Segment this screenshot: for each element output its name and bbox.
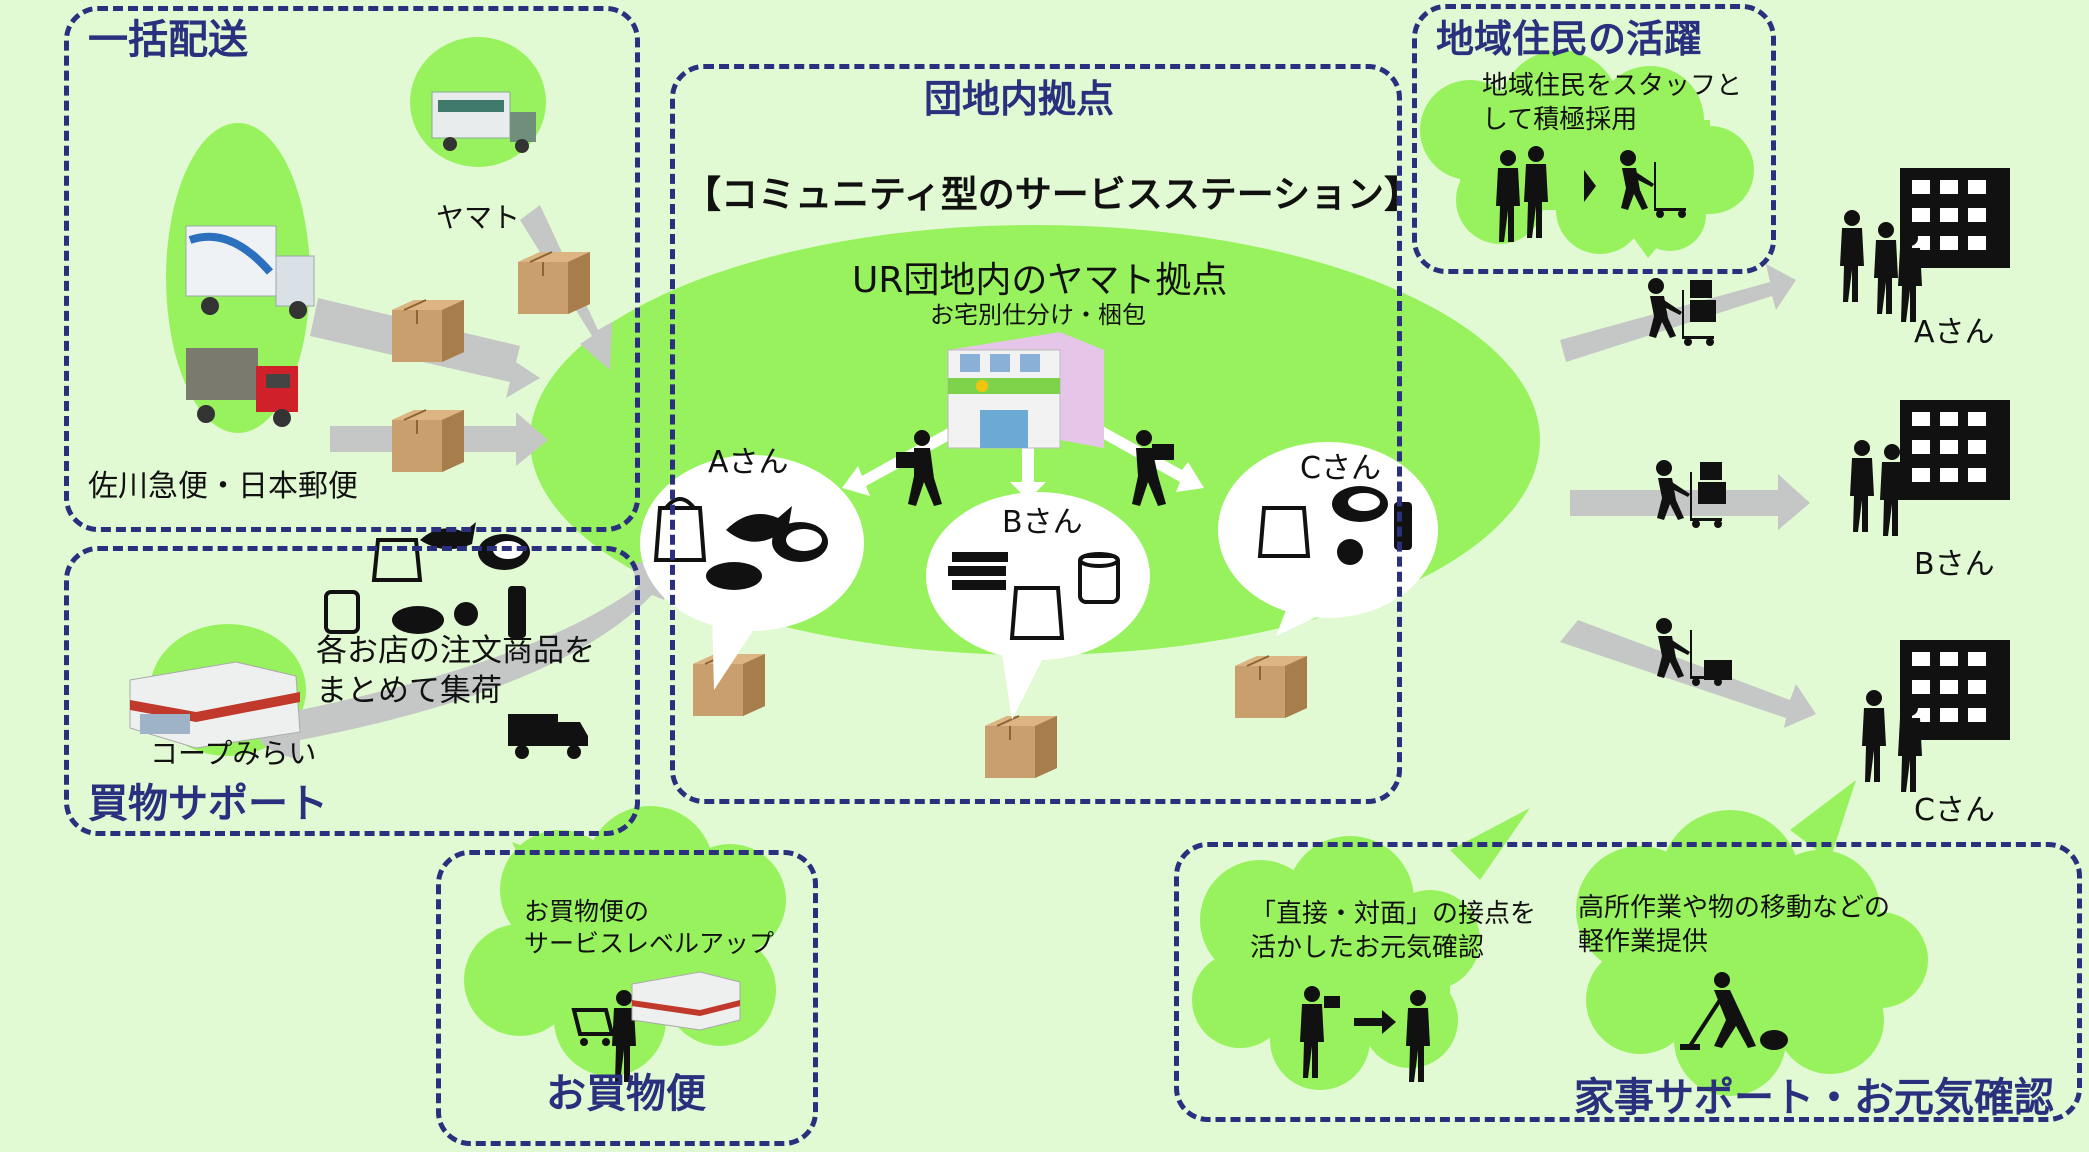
speech-bubbles [640,442,1438,720]
store-icon-small [631,971,741,1031]
label-lightwork-line1: 高所作業や物の移動などの [1578,893,1891,923]
label-base-sub: お宅別仕分け・梱包 [930,301,1146,329]
box-shopping-support [64,546,640,836]
label-residents-line2: して積極採用 [1482,105,1638,135]
building-icon-b [1900,400,2010,500]
shopping-items [324,522,588,759]
bread-icon [706,562,762,590]
truck-icon-yamato [431,91,536,153]
title-danchi-base: 団地内拠点 [924,77,1115,121]
books-icon [952,552,1008,562]
cloud-shopping [464,806,786,1076]
box-danchi-base [670,64,1402,804]
box-shopping-service [436,850,818,1146]
person-icon [1850,440,1874,532]
box-bulk-delivery [64,6,640,532]
truck-icon-sagawa [185,225,315,319]
bubble-label-a: Aさん [708,445,789,480]
label-collect-line1: 各お店の注文商品を [316,633,595,669]
person-icon [1840,210,1864,302]
title-bulk-delivery: 一括配送 [88,17,248,63]
label-collect-line2: まとめて集荷 [316,673,502,709]
apple-icon [1337,539,1363,565]
cloud-local-residents [1420,50,1754,258]
person-icon [1862,690,1886,782]
label-health-line1: 「直接・対面」の接点を [1250,899,1537,929]
store-icon-coop [129,661,301,749]
label-coop-store: コープみらい [150,737,317,770]
fish-icon [726,506,792,548]
cart-icon [571,990,636,1082]
label-lightwork-line2: 軽作業提供 [1578,927,1709,957]
bubble-b-items [948,552,1120,640]
label-residents-line1: 地域住民をスタッフと [1482,71,1743,101]
title-shopping-service: お買物便 [546,1071,706,1117]
vacuum-icon [1680,972,1788,1050]
carrier-person-icons [896,430,1174,506]
label-health-line2: 活かしたお元気確認 [1250,933,1485,963]
resident-people-icons [1496,146,1596,242]
truck-icon-japanpost [186,348,298,427]
box-local-residents [1412,4,1776,274]
resident-label-c: Cさん [1914,793,1995,828]
bubble-label-b: Bさん [1002,505,1083,540]
resident-label-b: Bさん [1914,547,1995,582]
store-icon-yamato-base [947,332,1104,449]
label-base-name: UR団地内のヤマト拠点 [852,260,1228,301]
title-shopping-support: 買物サポート [88,781,328,827]
delivery-truck-icon [508,714,588,759]
cloud-health-check [1192,808,1530,1090]
label-yamato: ヤマト [436,201,521,234]
health-check-icons [1300,986,1430,1082]
arrow-icon [1354,1010,1396,1034]
title-housework: 家事サポート・お元気確認 [1574,1075,2054,1121]
service-station-subtitle: 【コミュニティ型のサービスステーション】 [684,173,1422,216]
bubble-label-c: Cさん [1300,451,1381,486]
box-housework [1174,842,2082,1122]
label-sagawa-japanpost: 佐川急便・日本郵便 [88,469,358,504]
resident-label-a: Aさん [1914,315,1995,350]
bubble-a-items [653,497,828,590]
label-shopping-service-line1: お買物便の [524,897,650,926]
label-shopping-service-line2: サービスレベルアップ [524,929,775,958]
title-local-residents: 地域住民の活躍 [1436,17,1703,61]
